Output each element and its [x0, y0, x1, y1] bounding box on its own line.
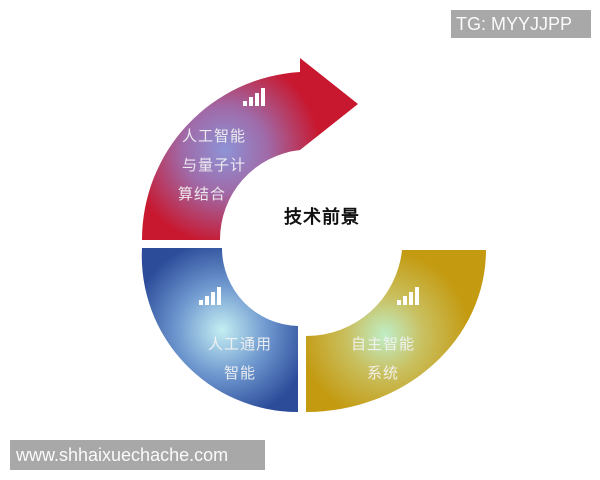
segment-gold	[306, 250, 486, 412]
segment-blue-label: 人工通用 智能	[204, 330, 276, 388]
label-line: 自主智能	[350, 335, 415, 353]
center-title: 技术前景	[284, 207, 360, 228]
label-line: 与量子计	[181, 156, 246, 174]
segment-blue	[141, 248, 298, 413]
signal-bars-icon	[243, 88, 267, 106]
label-line: 系统	[366, 364, 399, 382]
label-line: 人工通用	[207, 335, 272, 353]
label-line: 智能	[223, 364, 256, 382]
segment-gold-label: 自主智能 系统	[347, 330, 419, 388]
label-line: 人工智能	[181, 127, 246, 145]
segment-red-arrow	[141, 58, 358, 240]
url-watermark: www.shhaixuechache.com	[10, 440, 265, 470]
tg-watermark: TG: MYYJJPP	[451, 10, 591, 38]
segment-red-label: 人工智能 与量子计 算结合	[178, 122, 250, 209]
signal-bars-icon	[397, 287, 421, 305]
label-line: 算结合	[178, 185, 227, 203]
signal-bars-icon	[199, 287, 223, 305]
